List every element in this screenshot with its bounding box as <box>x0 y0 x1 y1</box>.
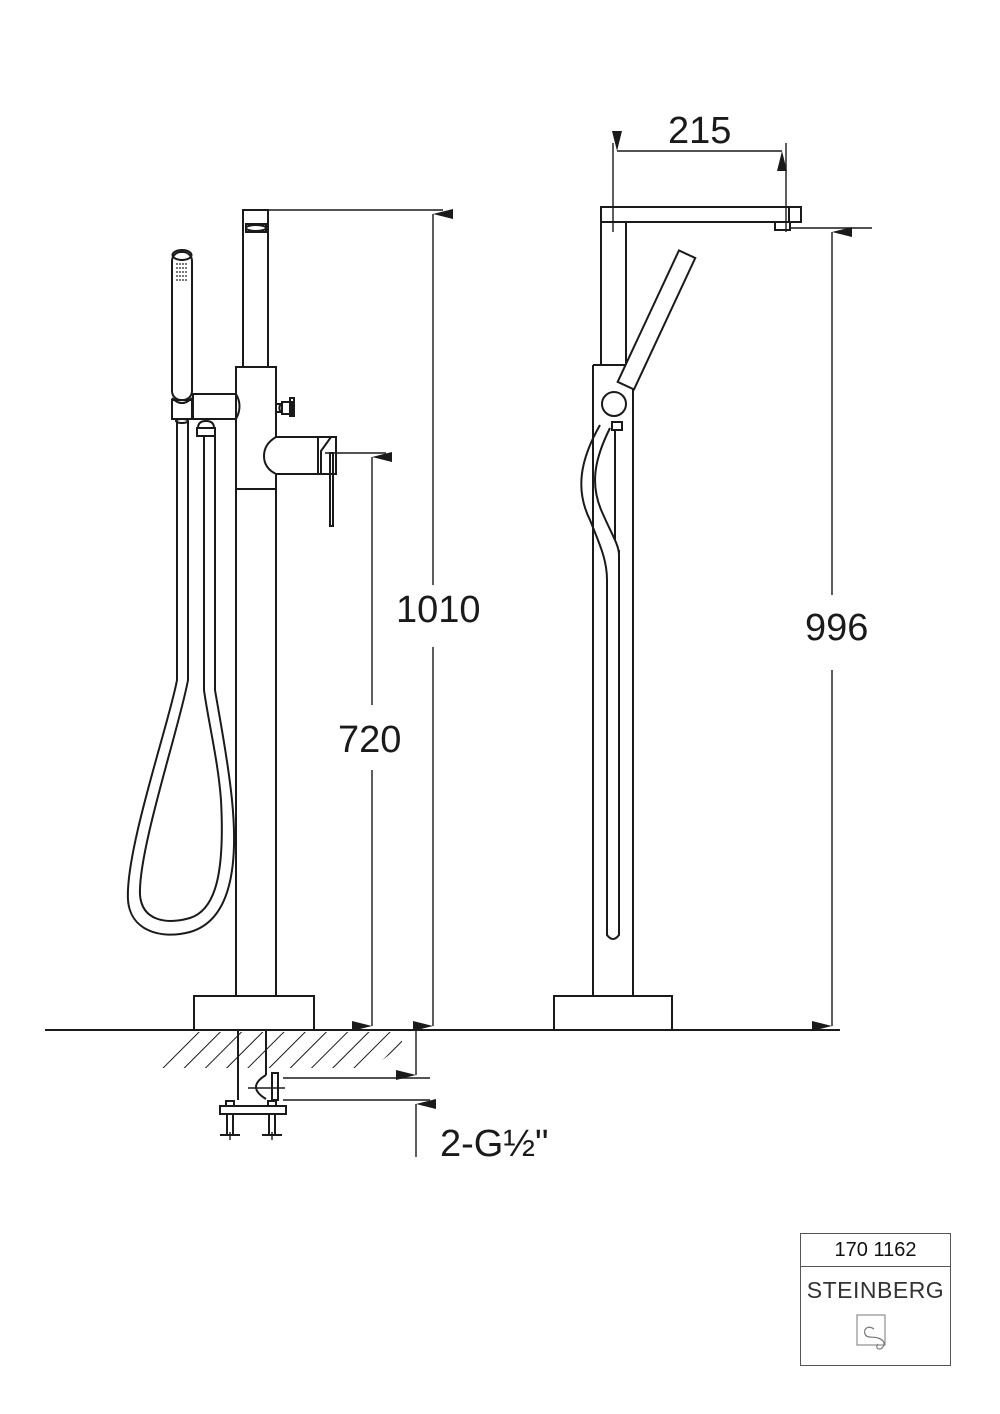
front-view <box>126 209 337 1031</box>
brand-name: STEINBERG <box>806 1277 945 1303</box>
dim-connection: 2-G½" <box>440 1123 549 1165</box>
underfloor-connection <box>219 1022 436 1157</box>
floor-hatching <box>152 1032 402 1068</box>
dim-total-height: 1010 <box>396 589 481 631</box>
dim-spout-reach: 215 <box>668 110 731 152</box>
article-number: 170 1162 <box>801 1234 950 1267</box>
front-dimensions <box>268 209 453 1031</box>
steinberg-logo-icon <box>856 1314 886 1350</box>
side-dimensions <box>612 131 872 1031</box>
dim-outlet-height: 996 <box>805 607 868 649</box>
side-view <box>553 206 802 1031</box>
title-block: 170 1162 STEINBERG <box>800 1233 951 1366</box>
dim-lever-height: 720 <box>338 719 401 761</box>
shower-nozzles-icon <box>176 263 187 281</box>
